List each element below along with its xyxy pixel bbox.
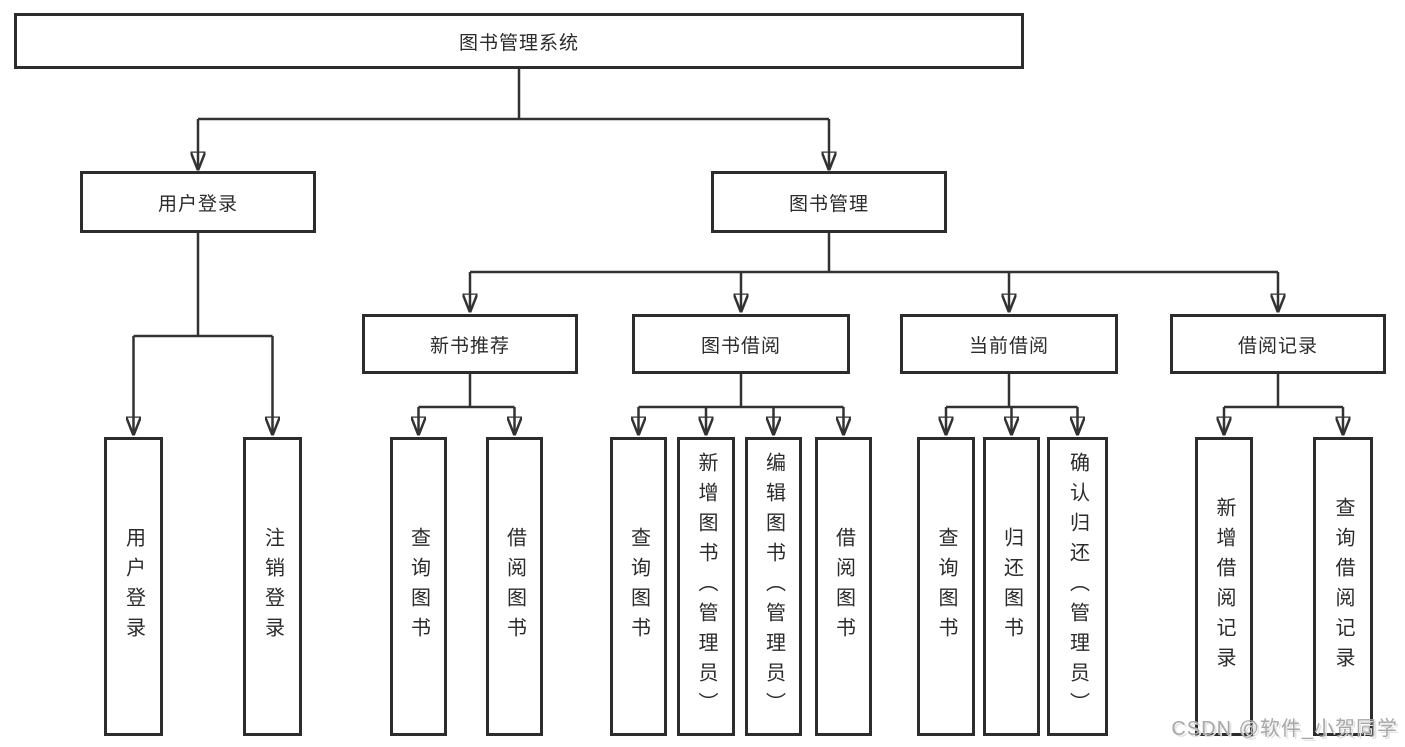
leaf-newbook-query-books: 查询图书 [390,437,447,736]
leaf-record-add-borrow-record: 新增借阅记录 [1195,437,1253,736]
leaf-newbook-borrow-books: 借阅图书 [486,437,543,736]
leaf-current-confirm-return-admin: 确认归还（管理员） [1047,437,1108,736]
leaf-borrow-query-books: 查询图书 [610,437,667,736]
node-library-system-root: 图书管理系统 [14,13,1024,69]
node-new-book-recommend: 新书推荐 [362,314,578,374]
leaf-borrow-add-books-admin: 新增图书（管理员） [677,437,735,736]
csdn-watermark: CSDN @软件_小贺同学 [1171,718,1398,740]
leaf-user-login: 用户登录 [104,437,163,736]
node-book-borrow: 图书借阅 [632,314,850,374]
leaf-borrow-borrow-books: 借阅图书 [815,437,872,736]
node-borrow-record: 借阅记录 [1170,314,1386,374]
node-book-management: 图书管理 [711,171,947,233]
leaf-logout: 注销登录 [243,437,302,736]
node-current-borrow: 当前借阅 [900,314,1118,374]
node-user-login: 用户登录 [80,171,316,233]
leaf-current-query-books: 查询图书 [917,437,975,736]
leaf-current-return-books: 归还图书 [983,437,1040,736]
leaf-borrow-edit-books-admin: 编辑图书（管理员） [745,437,802,736]
leaf-record-query-borrow-record: 查询借阅记录 [1313,437,1373,736]
